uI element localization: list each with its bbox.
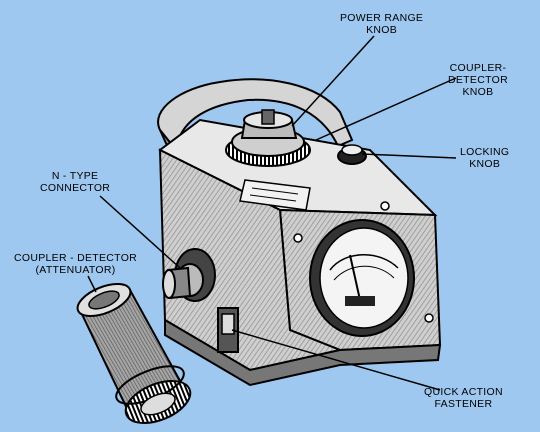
leader-n-type xyxy=(99,195,181,269)
label-quick-action-fastener: QUICK ACTION FASTENER xyxy=(424,386,503,410)
label-power-range-knob: POWER RANGE KNOB xyxy=(340,12,424,36)
nameplate xyxy=(239,179,311,211)
leader-coupler-attenuator xyxy=(87,275,97,293)
label-locking-knob: LOCKING KNOB xyxy=(460,146,510,170)
leader-coupler-detector xyxy=(315,77,457,141)
leader-quick-action xyxy=(231,329,441,391)
body-base xyxy=(164,318,442,387)
coupler-detector-cylinder xyxy=(76,283,192,424)
leader-power-range xyxy=(291,35,375,127)
carrying-strap xyxy=(157,78,354,153)
label-coupler-detector-knob: COUPLER- DETECTOR KNOB xyxy=(448,62,508,98)
label-coupler-detector-attenuator: COUPLER - DETECTOR (ATTENUATOR) xyxy=(14,252,138,276)
meter-face xyxy=(319,227,409,329)
leader-locking xyxy=(361,153,457,159)
label-n-type-connector: N - TYPE CONNECTOR xyxy=(40,170,111,194)
meter-needle xyxy=(349,254,361,301)
